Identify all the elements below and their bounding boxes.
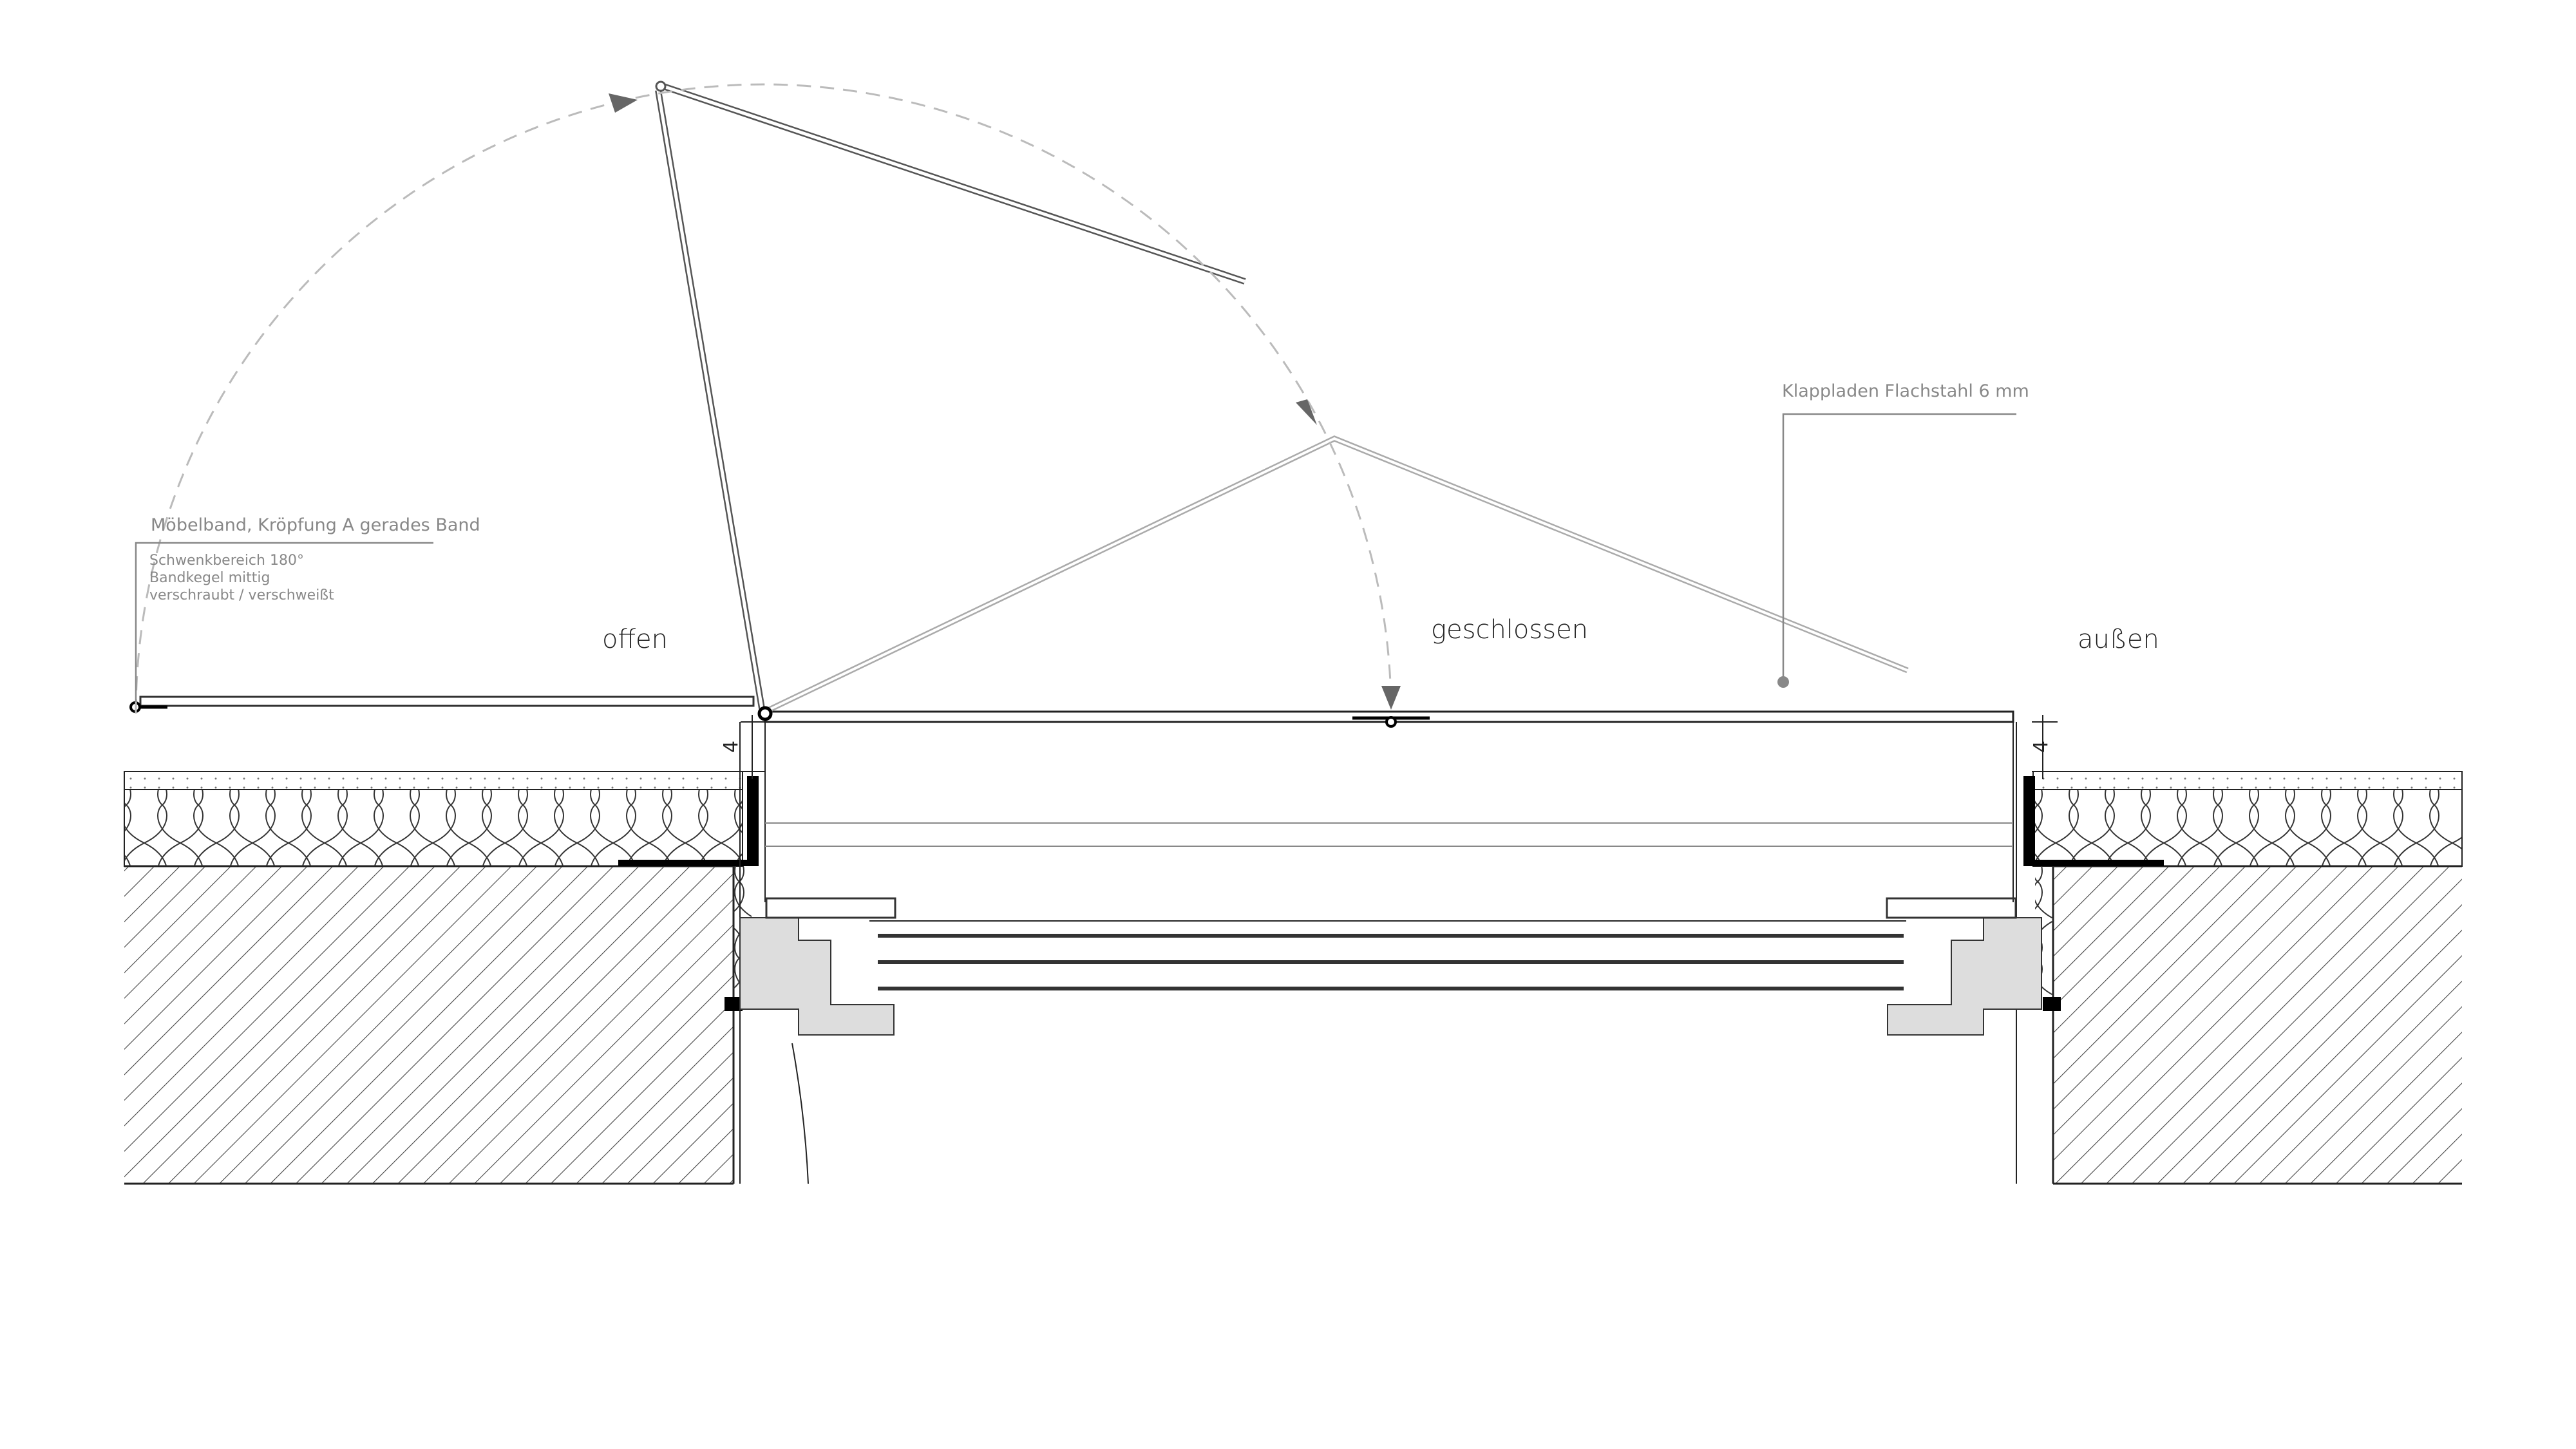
dimension-right: 4 bbox=[2030, 740, 2053, 753]
shutter-open-raised-inner bbox=[656, 84, 1245, 709]
label-closed: geschlossen bbox=[1431, 615, 1589, 645]
arrow-icon bbox=[609, 93, 1401, 710]
label-open: offen bbox=[602, 625, 668, 654]
shutter-annotation: Klappladen Flachstahl 6 mm bbox=[1782, 381, 2029, 401]
dimension-left: 4 bbox=[720, 740, 743, 753]
right-wall bbox=[2023, 771, 2463, 1185]
hinge-detail-line: Schwenkbereich 180° bbox=[149, 553, 304, 569]
hinge-annotation-title: Möbelband, Kröpfung A gerades Band bbox=[151, 515, 480, 535]
hinge-detail-line: Bandkegel mittig bbox=[149, 570, 270, 586]
hinge-icon bbox=[757, 706, 773, 721]
window-opening bbox=[739, 722, 2017, 1184]
swing-arc bbox=[135, 83, 1392, 714]
window-frame-left bbox=[739, 897, 896, 1036]
dimension-lines bbox=[741, 715, 2058, 779]
shutter-open-flat bbox=[129, 696, 755, 713]
shutter-closed bbox=[764, 710, 2014, 728]
window-frame-right bbox=[1886, 897, 2042, 1036]
shutter-folding bbox=[764, 435, 1909, 715]
label-outside: außen bbox=[2078, 625, 2159, 654]
leader-lines bbox=[135, 413, 2016, 702]
hinge-detail-line: verschraubt / verschweißt bbox=[149, 587, 334, 603]
leader-dot-icon bbox=[1777, 676, 1789, 688]
left-wall bbox=[124, 771, 759, 1185]
hinge-icon bbox=[655, 80, 667, 92]
glazing bbox=[878, 934, 1904, 990]
hinge-annotation-details: Schwenkbereich 180° Bandkegel mittig ver… bbox=[149, 552, 334, 604]
